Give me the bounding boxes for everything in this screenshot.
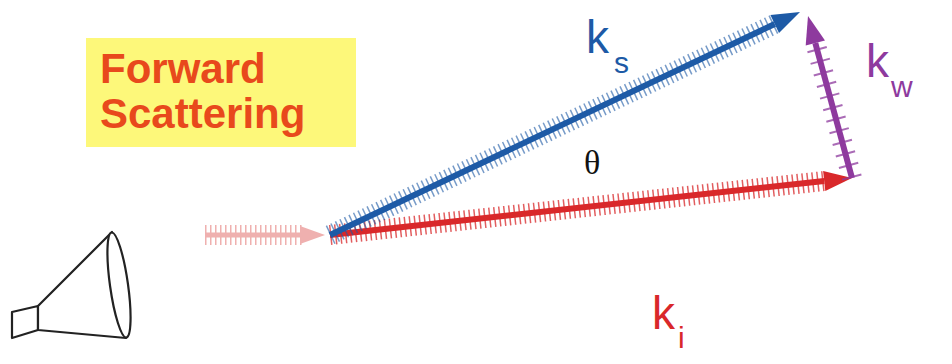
vector-subscript: s [614, 48, 629, 78]
vector-subscript: w [891, 72, 913, 102]
vector-symbol: k [652, 290, 675, 336]
incident-beam [205, 226, 325, 244]
horn-mouth [103, 231, 136, 338]
incident-wavevector [330, 171, 852, 235]
horn-feed [12, 306, 38, 338]
title-box: Forward Scattering [86, 38, 356, 147]
scattered-wavevector [330, 12, 800, 235]
title-text: Forward Scattering [100, 46, 340, 137]
vector-symbol: k [866, 38, 889, 84]
horn-antenna [12, 231, 135, 338]
vector-symbol: k [586, 14, 609, 60]
vector-subscript: i [678, 323, 685, 353]
angle-symbol: θ [584, 146, 600, 180]
wave-wavevector [806, 16, 852, 178]
